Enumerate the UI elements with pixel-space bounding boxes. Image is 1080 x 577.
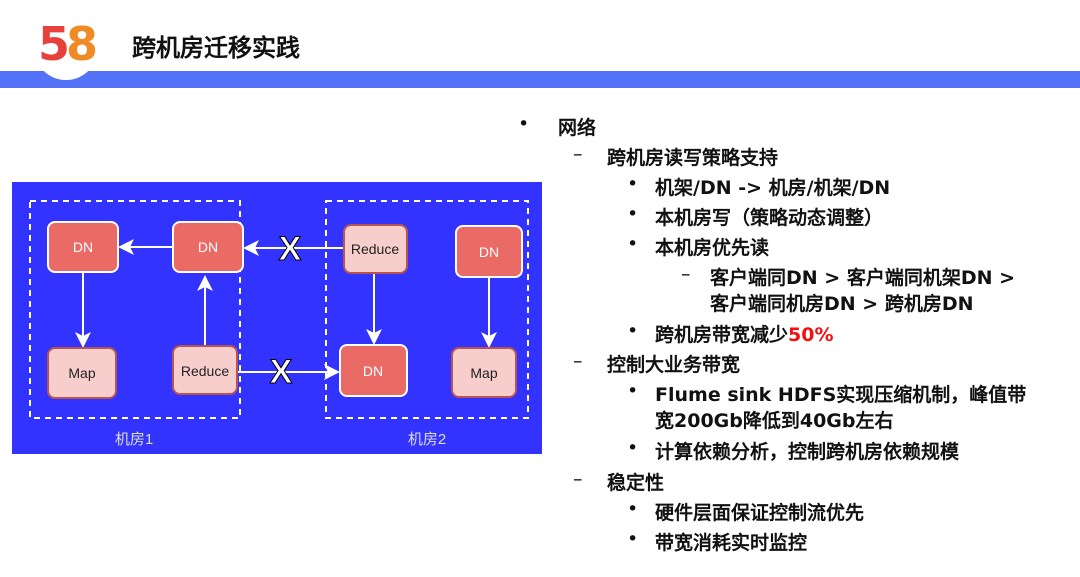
bandwidth-text: 跨机房带宽减少 — [655, 324, 789, 346]
bullet-flume-line1: Flume sink HDFS实现压缩机制，峰值带 — [655, 384, 1027, 406]
dash-icon: – — [573, 468, 583, 490]
node-dn-label: DN — [73, 239, 93, 255]
node-dn — [172, 221, 244, 273]
dash-icon: – — [573, 350, 583, 372]
bullet-dependency: 计算依赖分析，控制跨机房依赖规模 — [655, 441, 960, 463]
node-map — [47, 347, 117, 399]
bullet-dot-icon: • — [627, 233, 639, 255]
bullet-flume-line2: 宽200Gb降低到40Gb左右 — [655, 410, 894, 432]
bullet-hardware: 硬件层面保证控制流优先 — [655, 502, 865, 524]
bandwidth-value: 50% — [788, 324, 834, 346]
room2-label: 机房2 — [408, 431, 446, 448]
room1-box — [29, 200, 241, 419]
bullet-order-line2: 客户端同机房DN > 跨机房DN — [710, 293, 974, 315]
room1-label: 机房1 — [115, 431, 153, 448]
bullet-dot-icon: • — [627, 173, 639, 195]
node-dn — [339, 344, 408, 397]
slide-title: 跨机房迁移实践 — [132, 34, 300, 62]
bullet-dot-icon: • — [627, 320, 639, 342]
bullet-dot-icon: • — [518, 113, 530, 135]
bullet-monitor: 带宽消耗实时监控 — [655, 532, 808, 554]
bullet-stability: 稳定性 — [607, 472, 665, 494]
bullet-network: 网络 — [558, 117, 597, 139]
blocked-x-icon: X — [270, 353, 293, 391]
node-reduce-label: Reduce — [351, 241, 399, 257]
bullet-bandwidth: 跨机房带宽减少50% — [655, 320, 834, 347]
header-band — [0, 71, 1080, 88]
bullet-rack: 机架/DN -> 机房/机架/DN — [655, 177, 891, 199]
bullet-read: 本机房优先读 — [655, 237, 770, 259]
bullet-dot-icon: • — [627, 203, 639, 225]
dash-icon: – — [681, 263, 691, 285]
room2-box — [325, 200, 529, 419]
bullet-dot-icon: • — [627, 437, 639, 459]
node-map-label: Map — [470, 365, 497, 381]
node-reduce — [343, 224, 408, 274]
bullet-order-line1: 客户端同DN > 客户端同机架DN > — [710, 267, 1016, 289]
node-reduce — [172, 345, 238, 395]
dash-icon: – — [573, 143, 583, 165]
node-reduce-label: Reduce — [181, 363, 229, 379]
bullet-write: 本机房写（策略动态调整） — [655, 207, 884, 229]
node-dn-label: DN — [198, 239, 218, 255]
bullet-strategy: 跨机房读写策略支持 — [607, 147, 779, 169]
node-dn-label: DN — [363, 363, 383, 379]
node-dn-label: DN — [479, 244, 499, 260]
node-dn — [47, 221, 119, 273]
bullet-dot-icon: • — [627, 528, 639, 550]
node-map — [451, 347, 517, 398]
blocked-x-icon: X — [279, 230, 302, 268]
node-dn — [455, 225, 523, 278]
bullet-control: 控制大业务带宽 — [607, 354, 741, 376]
cross-datacenter-diagram: DN DN Reduce DN Map Reduce DN Map X X 机房… — [12, 182, 542, 454]
logo-58: 58 — [38, 17, 98, 71]
bullet-dot-icon: • — [627, 380, 639, 402]
bullet-dot-icon: • — [627, 498, 639, 520]
node-map-label: Map — [68, 365, 95, 381]
